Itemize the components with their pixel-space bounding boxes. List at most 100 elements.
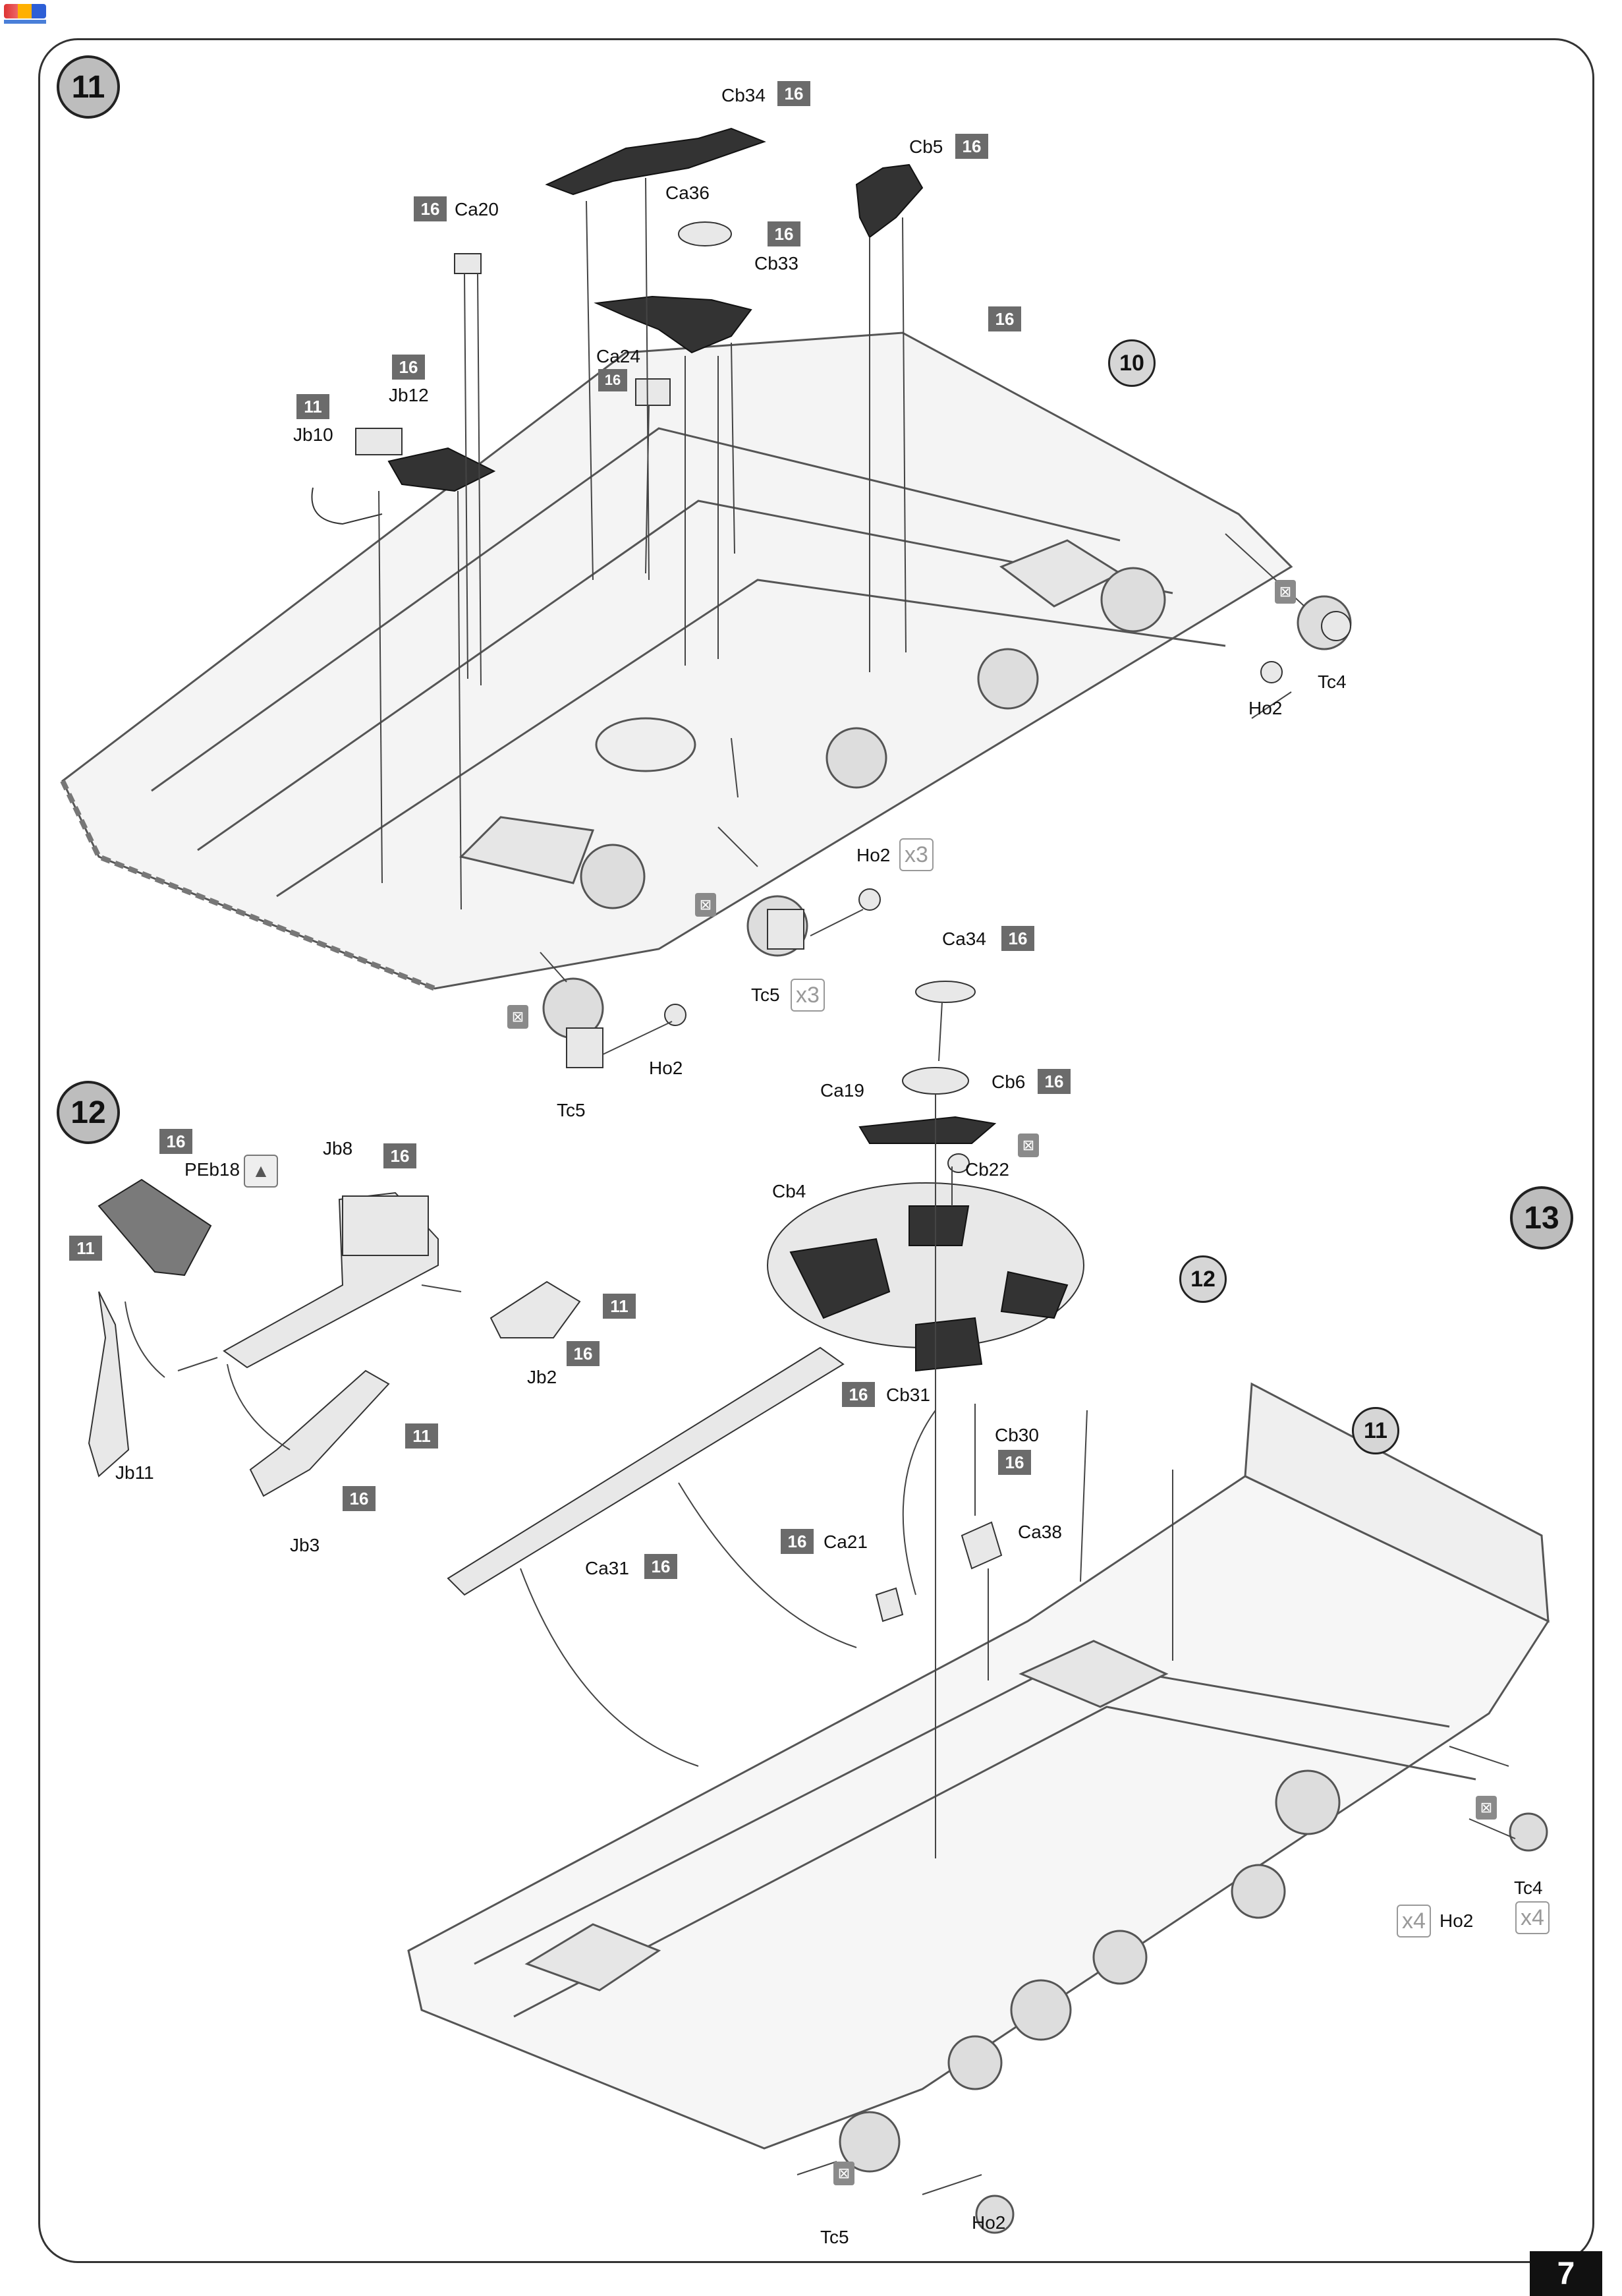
- sprue-box: 16: [343, 1486, 376, 1511]
- label-peb18: PEb18: [184, 1159, 240, 1180]
- label-ca38: Ca38: [1018, 1522, 1062, 1542]
- part-cb5: [855, 163, 924, 239]
- sprue-box: 16: [598, 369, 627, 391]
- part-cb22: [947, 1153, 970, 1173]
- sprue-box: 16: [998, 1450, 1031, 1475]
- sprue-box: 11: [405, 1423, 438, 1449]
- step-13-badge: 13: [1510, 1186, 1573, 1249]
- glue-bottle-icon: ⊠: [695, 893, 716, 917]
- chassis-hatch-a: [524, 1923, 661, 1992]
- chassis-rail-a: [151, 427, 1121, 792]
- sprue-box: 16: [988, 306, 1021, 331]
- label-cb4: Cb4: [772, 1181, 806, 1201]
- label-tc5: Tc5: [820, 2227, 849, 2247]
- part-ca31: [447, 1346, 845, 1596]
- part-ca36: [678, 221, 732, 246]
- part-ca38: [961, 1521, 1003, 1570]
- sprue-box: 16: [777, 81, 810, 106]
- glue-bottle-icon: ⊠: [1275, 580, 1296, 604]
- label-tc5: Tc5: [751, 985, 780, 1005]
- part-cb6: [858, 1116, 997, 1144]
- part-jb8-block: [342, 1195, 429, 1256]
- chassis-frame-step13: [407, 1475, 1550, 2150]
- label-ho2: Ho2: [649, 1058, 683, 1078]
- ref-circle-11: 11: [1352, 1407, 1399, 1454]
- page-frame: [38, 38, 1594, 2263]
- part-jb2: [489, 1280, 581, 1338]
- label-ca20: Ca20: [455, 199, 499, 219]
- part-ca21: [875, 1587, 904, 1622]
- sprue-box: 11: [603, 1294, 636, 1319]
- watermark-bar: [4, 20, 46, 24]
- label-cb34: Cb34: [721, 85, 766, 105]
- glue-bottle-icon: ⊠: [833, 2162, 854, 2185]
- cb4-segment-1: [789, 1238, 891, 1319]
- label-jb3: Jb3: [290, 1535, 320, 1555]
- quantity-x4: x4: [1397, 1905, 1431, 1937]
- part-peb18: [98, 1178, 212, 1277]
- label-tc4: Tc4: [1318, 672, 1347, 692]
- sprue-box: 11: [296, 394, 329, 419]
- sprue-box: 16: [842, 1382, 875, 1407]
- chassis-inner-panel: [459, 816, 595, 884]
- label-cb22: Cb22: [965, 1159, 1009, 1180]
- sprue-box: 16: [781, 1529, 814, 1554]
- label-ho2: Ho2: [856, 845, 891, 865]
- watermark-mark: [4, 4, 46, 18]
- sprue-box: 16: [567, 1341, 600, 1366]
- cb4-segment-4: [909, 1205, 970, 1246]
- watermark-logo: [4, 4, 46, 25]
- sprue-box: 16: [768, 221, 800, 246]
- label-ho2: Ho2: [972, 2212, 1006, 2233]
- label-ca36: Ca36: [665, 183, 710, 203]
- cb4-segment-3: [1000, 1271, 1069, 1319]
- chassis-hatch-b: [1019, 1640, 1169, 1708]
- page-number: 7: [1530, 2251, 1602, 2296]
- quantity-x4: x4: [1515, 1901, 1550, 1934]
- glue-bottle-icon: ⊠: [1476, 1796, 1497, 1820]
- track-edge-step11: [60, 780, 436, 991]
- sprue-box: 16: [159, 1129, 192, 1154]
- chassis-rail-13b: [513, 1706, 1476, 2018]
- part-jb10-cable: [311, 487, 383, 525]
- cb4-segment-2: [915, 1317, 983, 1372]
- label-jb8: Jb8: [323, 1138, 353, 1159]
- sprue-box: 11: [69, 1236, 102, 1261]
- part-jb3: [249, 1369, 390, 1497]
- quantity-x3: x3: [899, 838, 934, 871]
- part-ca19: [902, 1067, 969, 1095]
- label-cb33: Cb33: [754, 253, 798, 273]
- glue-bottle-icon: ⊠: [1018, 1134, 1039, 1157]
- label-jb10: Jb10: [293, 424, 333, 445]
- label-ca34: Ca34: [942, 929, 986, 949]
- label-jb11: Jb11: [115, 1462, 154, 1483]
- label-jb12: Jb12: [389, 385, 429, 405]
- sprue-box: 16: [392, 355, 425, 380]
- ref-circle-12: 12: [1179, 1255, 1227, 1303]
- label-tc5: Tc5: [557, 1100, 586, 1120]
- chassis-side-panel: [1244, 1382, 1550, 1623]
- ref-circle-10: 10: [1108, 339, 1156, 387]
- label-jb2: Jb2: [527, 1367, 557, 1387]
- sprue-box: 16: [1038, 1069, 1071, 1094]
- label-cb6: Cb6: [992, 1072, 1026, 1092]
- sprue-box: 16: [1001, 926, 1034, 951]
- chassis-frame-step11: [61, 331, 1293, 990]
- label-ho2: Ho2: [1248, 698, 1283, 718]
- quantity-x3: x3: [791, 979, 825, 1012]
- label-ca24: Ca24: [596, 346, 640, 366]
- part-ca34: [915, 981, 976, 1003]
- photo-etch-up-icon: ▲: [244, 1155, 278, 1188]
- label-ho2: Ho2: [1440, 1910, 1474, 1931]
- label-cb5: Cb5: [909, 136, 943, 157]
- label-ca31: Ca31: [585, 1558, 629, 1578]
- part-jb12: [387, 447, 496, 492]
- label-cb31: Cb31: [886, 1385, 930, 1405]
- sprue-box: 16: [383, 1143, 416, 1168]
- sprue-box: 16: [644, 1554, 677, 1579]
- label-tc4: Tc4: [1514, 1878, 1543, 1898]
- part-cb33: [594, 295, 752, 354]
- label-ca19: Ca19: [820, 1080, 864, 1101]
- part-jb10-block: [355, 428, 403, 455]
